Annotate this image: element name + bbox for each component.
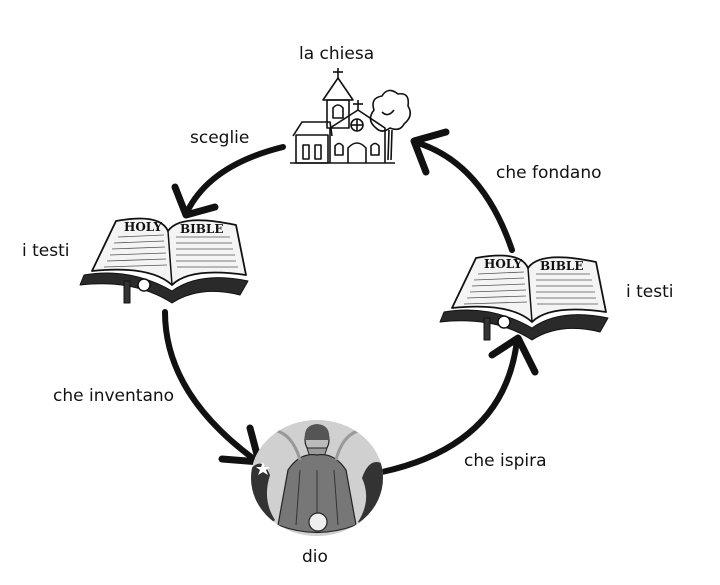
arrow-texts-to-god xyxy=(162,309,263,466)
edge-label-sceglie: sceglie xyxy=(190,128,250,148)
edge-label-che-inventano: che inventano xyxy=(53,386,175,406)
bible-title-left-holy: HOLY xyxy=(124,220,162,234)
node-label-texts-right: i testi xyxy=(626,282,674,302)
bible-icon-right: HOLY BIBLE xyxy=(439,254,609,341)
god-figure-icon xyxy=(251,420,383,536)
arrow-church-to-texts xyxy=(171,144,286,219)
node-label-texts-left: i testi xyxy=(22,241,70,261)
node-label-church: la chiesa xyxy=(299,44,375,64)
node-label-god: dio xyxy=(302,547,328,567)
edge-label-che-ispira: che ispira xyxy=(464,451,547,471)
arrow-god-to-texts xyxy=(379,334,539,475)
edge-label-che-fondano: che fondano xyxy=(496,163,602,183)
bible-title-left-bible: BIBLE xyxy=(180,222,223,236)
bible-title-right-holy: HOLY xyxy=(484,257,522,271)
bible-icon-left: HOLY BIBLE xyxy=(79,217,249,304)
church-icon xyxy=(290,68,412,164)
bible-title-right-bible: BIBLE xyxy=(540,259,583,273)
arrow-texts-to-church xyxy=(410,128,515,253)
